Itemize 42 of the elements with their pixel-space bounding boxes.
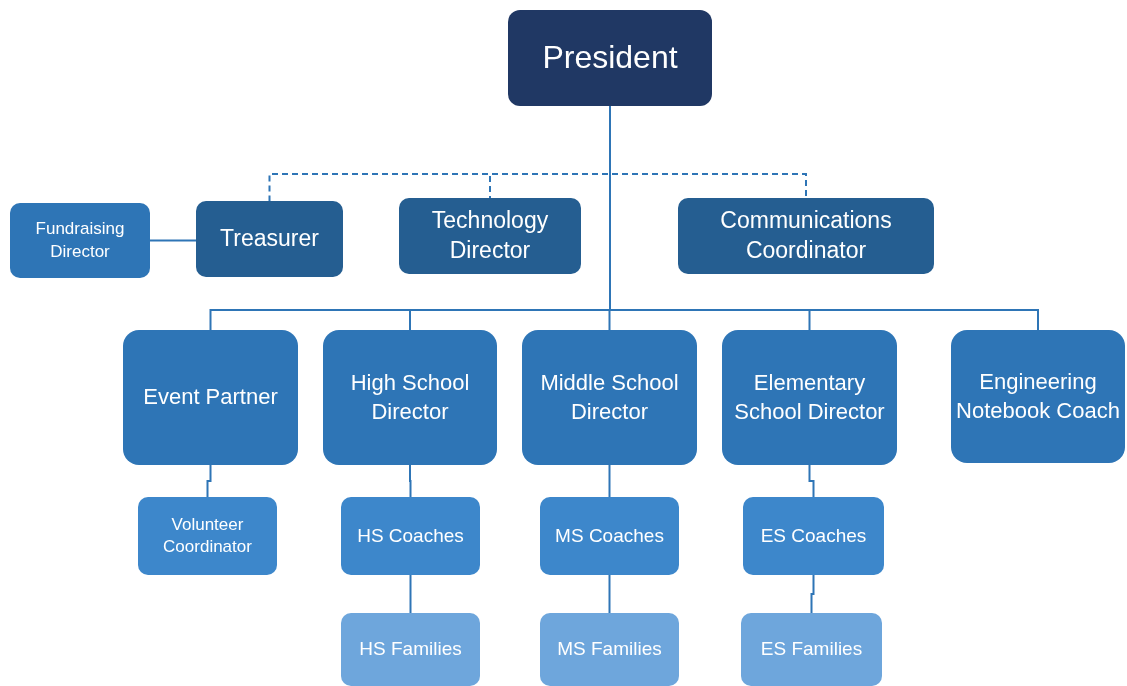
connector-line [808,464,815,498]
org-box [341,613,480,686]
connector-line [409,464,412,498]
connector-line [608,464,611,498]
org-box [951,330,1125,463]
connector-line [608,574,611,614]
role-label: MS Families [557,637,662,662]
org-box [741,613,882,686]
role-label: HS Coaches [357,523,464,548]
role-label: HS Families [359,637,462,662]
org-box [323,330,497,465]
role-label: ES Families [760,637,863,662]
role-label: Communications Coordinator [719,206,893,265]
org-box [196,201,343,277]
role-label: MS Coaches [555,523,664,548]
org-box [540,497,679,575]
connector-line [149,239,197,242]
role-label: ES Coaches [760,523,867,548]
role-label: Engineering Notebook Coach [955,367,1121,425]
org-box [743,497,884,575]
role-label: High School Director [349,368,471,426]
role-label: President [542,38,678,78]
role-label: Volunteer Coordinator [162,513,253,558]
org-box [123,330,298,465]
role-label: Fundraising Director [34,218,126,263]
org-box [722,330,897,465]
org-box [341,497,480,575]
org-box [399,198,581,274]
role-label: Event Partner [143,383,278,412]
org-box [540,613,679,686]
role-label: Elementary School Director [733,368,886,426]
connector-line [409,574,412,614]
org-box [138,497,277,575]
org-box [522,330,697,465]
role-label: Middle School Director [539,368,680,426]
org-box [508,10,712,106]
connector-line [206,464,212,498]
org-box [678,198,934,274]
org-box [10,203,150,278]
role-label: Technology Director [430,206,550,265]
connector-line [810,574,815,614]
role-label: Treasurer [220,224,319,254]
